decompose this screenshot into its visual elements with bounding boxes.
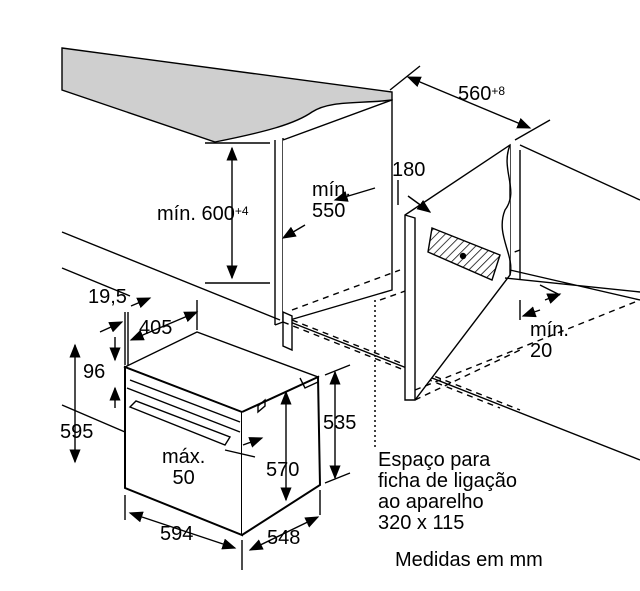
socket-offset-label: 180 [392, 159, 426, 181]
gap-min-prefix: mín. [530, 319, 569, 341]
panel-height-label: 96 [83, 361, 106, 383]
socket-note-line: Espaço para [378, 449, 491, 471]
floor-line [61, 267, 131, 297]
handle-max-label: máx.50 [162, 447, 205, 489]
handle-max-value: 50 [172, 467, 195, 489]
side-height-label: 535 [323, 412, 357, 434]
top-depth-label: 405 [139, 317, 173, 339]
socket-note-line: 320 x 115 [378, 512, 465, 534]
gap-min-value: 20 [530, 340, 553, 362]
body-height-label: 570 [266, 459, 300, 481]
socket-note-line: ficha de ligação [378, 470, 517, 492]
oven-handle [128, 400, 232, 446]
niche-dimension-lines [205, 65, 562, 320]
handle-max-prefix: máx. [162, 446, 206, 468]
oven [123, 331, 322, 537]
niche-depth-prefix: mín. [312, 179, 351, 201]
floor-line [284, 319, 640, 461]
depth-label: 548 [267, 527, 301, 549]
left-cabinet-side [274, 98, 393, 352]
gap-min-label: mín.20 [530, 320, 569, 362]
niche-width-label: 560+8 [458, 84, 505, 105]
right-cabinet [404, 143, 640, 401]
niche-depth-value: 550 [312, 200, 346, 222]
niche-height-tolerance: +4 [234, 204, 249, 218]
socket-point [459, 252, 467, 260]
niche-depth-label: mín.550 [312, 180, 351, 222]
niche-width-value: 560 [458, 83, 492, 105]
units-note: Medidas em mm [395, 549, 543, 571]
floor-line [61, 231, 281, 321]
niche-width-tolerance: +8 [491, 84, 506, 98]
oven-dimension-lines [69, 297, 351, 570]
countertop [61, 47, 393, 143]
total-height-label: 595 [60, 421, 94, 443]
niche-height-label: mín. 600+4 [157, 204, 249, 225]
width-label: 594 [160, 523, 194, 545]
niche-height-value: mín. 600 [157, 203, 235, 225]
socket-note-line: ao aparelho [378, 491, 484, 513]
front-thickness-label: 19,5 [88, 286, 127, 308]
